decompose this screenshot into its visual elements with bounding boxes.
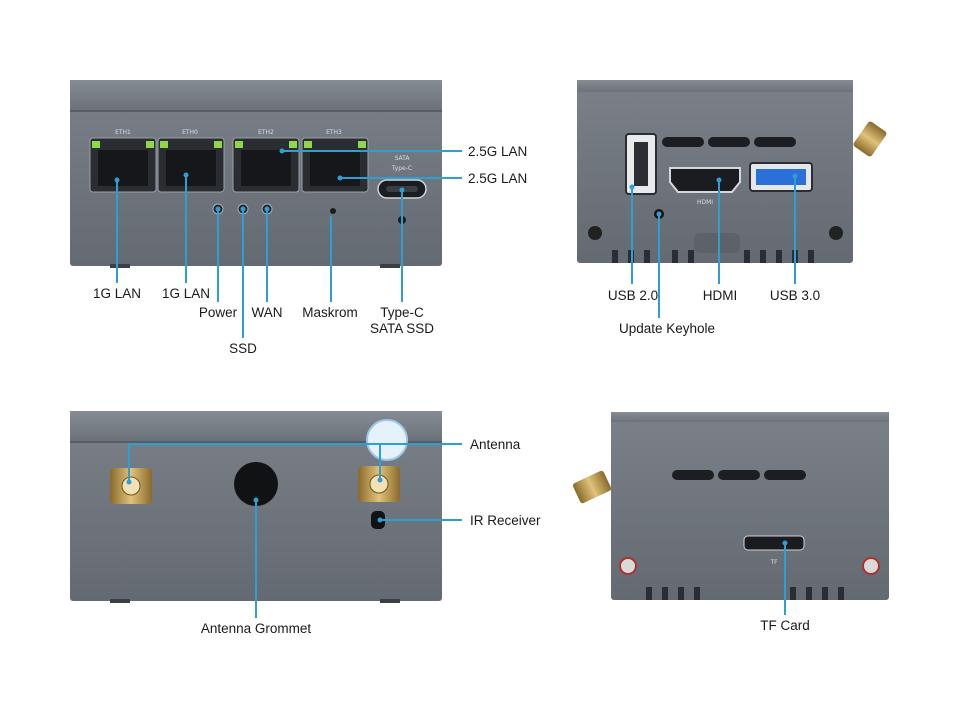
tf-silkscreen: TF — [769, 559, 778, 566]
ethernet-port-eth0: ETH0 — [157, 129, 225, 193]
front-chassis-lid — [70, 80, 442, 110]
label-typec: Type-C — [380, 305, 424, 320]
label-1g-lan-b: 1G LAN — [161, 286, 211, 301]
label-usb3: USB 3.0 — [769, 288, 821, 303]
label-ssd: SSD — [229, 341, 257, 356]
label-antenna: Antenna — [470, 437, 521, 452]
label-tf-card: TF Card — [760, 618, 810, 633]
antenna-grommet — [234, 462, 278, 506]
label-1g-lan-a: 1G LAN — [92, 286, 142, 301]
sata-silkscreen: SATA — [395, 155, 411, 162]
label-ir-receiver: IR Receiver — [470, 513, 541, 528]
label-maskrom: Maskrom — [302, 305, 358, 320]
label-hdmi: HDMI — [702, 288, 738, 303]
hdmi-silkscreen: HDMI — [697, 199, 713, 206]
side-io-view: HDMI — [577, 80, 887, 263]
eth1-led-right — [146, 141, 154, 148]
side-tf-view: TF — [572, 412, 889, 600]
eth3-silkscreen: ETH3 — [326, 129, 342, 136]
side-callout-lines — [631, 176, 796, 318]
label-antenna-grommet: Antenna Grommet — [200, 621, 312, 636]
label-25g-lan-upper: 2.5G LAN — [468, 144, 528, 159]
ethernet-port-eth2: ETH2 — [232, 129, 300, 193]
eth2-silkscreen: ETH2 — [258, 129, 274, 136]
front-panel-view: ETH1 ETH0 ETH2 ETH3 — [70, 80, 442, 268]
label-power: Power — [198, 305, 238, 320]
antenna-connector-left — [110, 468, 152, 504]
qc-sticker — [366, 419, 408, 461]
maskrom-button — [330, 208, 336, 214]
rear-callout-lines — [128, 443, 462, 618]
antenna-connector-right — [358, 466, 400, 502]
side-tf-chassis — [611, 412, 889, 600]
eth1-led-left — [92, 141, 100, 148]
eth1-silkscreen: ETH1 — [115, 129, 131, 136]
typec-silkscreen: Type-C — [391, 165, 412, 172]
label-25g-lan-lower: 2.5G LAN — [468, 171, 528, 186]
label-update-keyhole: Update Keyhole — [618, 321, 716, 336]
tf-card-slot — [743, 535, 805, 551]
ethernet-port-eth3: ETH3 — [301, 129, 369, 193]
label-usb2: USB 2.0 — [607, 288, 659, 303]
label-wan: WAN — [251, 305, 283, 320]
label-sata-ssd: SATA SSD — [369, 321, 435, 336]
hdmi-port — [669, 167, 741, 193]
eth0-silkscreen: ETH0 — [182, 129, 198, 136]
ethernet-port-eth1: ETH1 — [89, 129, 157, 193]
front-callout-lines — [116, 150, 462, 338]
